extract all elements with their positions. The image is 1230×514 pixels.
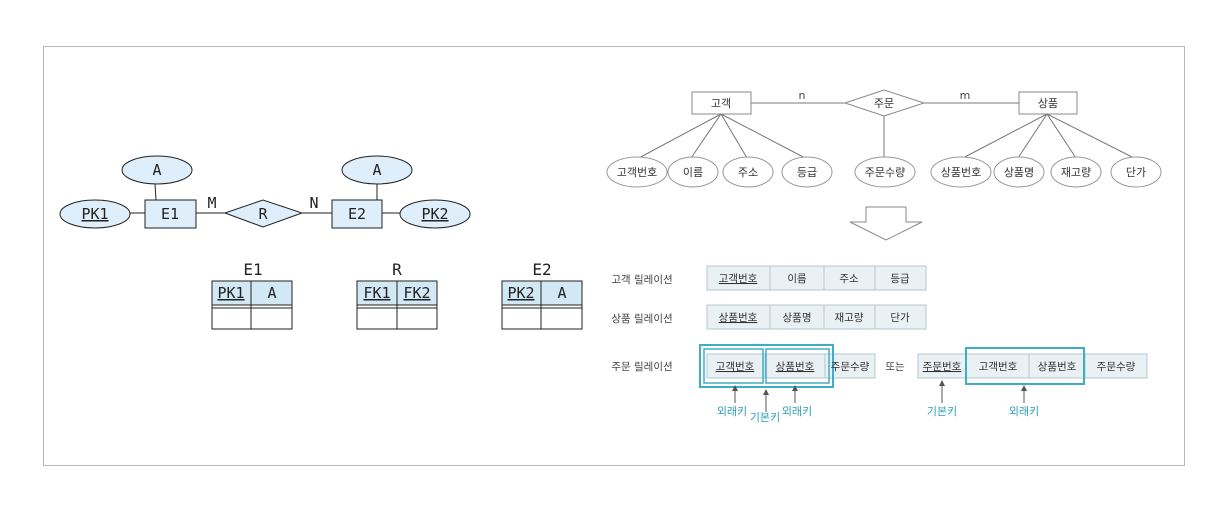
annotation-pk-1: 기본키 — [750, 411, 780, 424]
attr-product-name — [993, 156, 1045, 188]
order-fk2-highlight — [765, 348, 830, 384]
relation-order-col-2: 상품번호 — [776, 361, 815, 373]
table-e2-name: E2 — [532, 260, 551, 279]
table-e1-name: E1 — [243, 260, 262, 279]
entity-e2 — [331, 199, 383, 229]
relation-order-col-3: 주문수량 — [831, 361, 870, 373]
relation-customer-col-3: 주소 — [839, 273, 859, 285]
attr-product-price — [1110, 156, 1162, 188]
relation-customer-label: 고객 릴레이션 — [611, 273, 672, 286]
right-er-diagram: n m 고객 주문 상품 고객번호 이름 주소 등급 주문수량 상품번호 상품명… — [606, 89, 1162, 188]
diagram-canvas: A PK1 E1 M R N A E2 PK2 E1 PK1 A R FK1 F… — [59, 89, 1162, 424]
relation-customer-col-4: 등급 — [890, 273, 910, 285]
attr-product-price-label: 단가 — [1126, 166, 1146, 179]
transform-arrow-icon — [849, 206, 923, 241]
left-tables: E1 PK1 A R FK1 FK2 E2 PK2 A — [211, 260, 583, 330]
annotation-fk-1: 외래키 — [717, 405, 747, 418]
attr-product-no-label: 상품번호 — [941, 166, 981, 179]
attr-customer-name — [667, 156, 719, 188]
cardinality-n: N — [309, 194, 318, 212]
relation-order-label: 주문 릴레이션 — [611, 360, 672, 373]
relation-product-col-4: 단가 — [890, 312, 910, 324]
diagram-frame: A PK1 E1 M R N A E2 PK2 E1 PK1 A R FK1 F… — [43, 46, 1185, 466]
table-e1-header — [211, 280, 293, 306]
order-pk-highlight — [699, 344, 834, 388]
attr-customer-no — [606, 156, 668, 188]
attribute-a-e1-label: A — [152, 161, 161, 179]
relation-product-col-3: 재고량 — [835, 312, 864, 324]
relation-customer-col-2: 이름 — [787, 273, 807, 285]
attribute-a-e2-label: A — [372, 161, 381, 179]
attr-product-stock — [1050, 156, 1102, 188]
relation-order-alt-col-2: 고객번호 — [979, 361, 1018, 373]
table-e1-col-2: A — [267, 284, 276, 302]
cardinality-n-ko: n — [799, 89, 806, 102]
entity-product-label: 상품 — [1038, 97, 1058, 110]
table-e2-col-1: PK2 — [507, 284, 534, 302]
table-e1-body — [211, 304, 293, 330]
attr-customer-addr — [722, 156, 774, 188]
cardinality-m: M — [207, 194, 216, 212]
attr-customer-grade-label: 등급 — [797, 166, 817, 179]
left-er-diagram: A PK1 E1 M R N A E2 PK2 — [59, 155, 471, 229]
order-fk1-highlight — [703, 348, 764, 384]
entity-customer — [691, 91, 752, 115]
relations: 고객 릴레이션 고객번호 이름 주소 등급 상품 릴레이션 상품번호 상품명 재… — [611, 265, 1148, 424]
table-r-col-1: FK1 — [363, 284, 390, 302]
attribute-pk2 — [399, 199, 471, 229]
attr-product-no — [930, 156, 992, 188]
relation-order-alt-col-1: 주문번호 — [923, 361, 962, 373]
entity-e1 — [144, 199, 197, 229]
attr-order-qty-label: 주문수량 — [865, 166, 905, 179]
relationship-r-label: R — [258, 205, 268, 223]
cardinality-m-ko: m — [960, 89, 971, 102]
attribute-a-e1 — [121, 155, 193, 185]
relationship-r — [223, 199, 304, 228]
table-e2-header — [501, 280, 583, 306]
annotation-fk-2: 외래키 — [782, 405, 812, 418]
table-e2-col-2: A — [557, 284, 566, 302]
attribute-pk1-label: PK1 — [81, 205, 108, 223]
annotation-fk-3: 외래키 — [1009, 405, 1039, 418]
relation-product-col-2: 상품명 — [783, 312, 812, 324]
relation-order-alt-col-4: 주문수량 — [1097, 361, 1136, 373]
table-r-col-2: FK2 — [403, 284, 430, 302]
order-alt-fk-highlight — [965, 347, 1085, 385]
table-r-name: R — [392, 260, 402, 279]
relation-product-label: 상품 릴레이션 — [611, 312, 672, 325]
attribute-pk2-label: PK2 — [421, 205, 448, 223]
attr-product-name-label: 상품명 — [1004, 166, 1034, 179]
entity-e1-label: E1 — [161, 205, 179, 223]
attr-customer-addr-label: 주소 — [738, 166, 758, 179]
attr-customer-no-label: 고객번호 — [617, 166, 657, 179]
relation-or-label: 또는 — [885, 361, 905, 373]
relationship-order-label: 주문 — [874, 97, 894, 110]
relationship-order — [843, 89, 926, 117]
entity-customer-label: 고객 — [711, 97, 731, 110]
relation-order-alt-col-3: 상품번호 — [1038, 361, 1077, 373]
attribute-pk1 — [59, 199, 131, 229]
attr-product-stock-label: 재고량 — [1061, 166, 1091, 179]
table-e2-body — [501, 304, 583, 330]
relation-customer-col-1: 고객번호 — [719, 273, 758, 285]
attr-customer-name-label: 이름 — [683, 166, 703, 179]
attr-order-qty — [854, 156, 916, 188]
attribute-a-e2 — [341, 155, 413, 185]
table-e1-col-1: PK1 — [217, 284, 244, 302]
entity-e2-label: E2 — [348, 205, 366, 223]
annotation-pk-2: 기본키 — [927, 405, 957, 418]
attr-customer-grade — [781, 156, 833, 188]
relation-product-col-1: 상품번호 — [719, 312, 758, 324]
entity-product — [1018, 91, 1078, 115]
relation-order-col-1: 고객번호 — [716, 361, 755, 373]
